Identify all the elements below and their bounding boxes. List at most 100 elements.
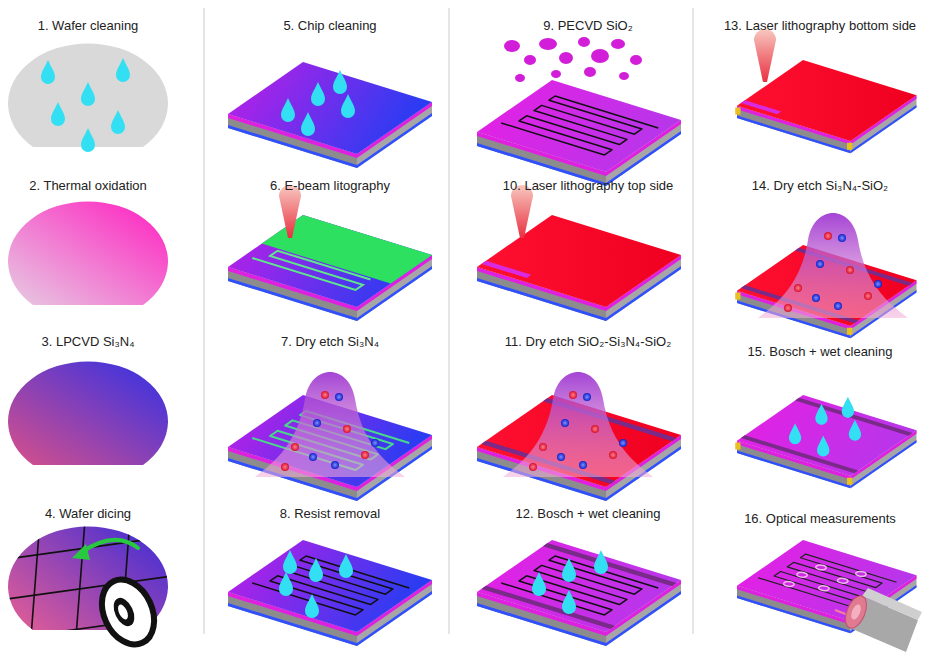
wafer-nitride: [8, 361, 168, 465]
wafer-dicing: [92, 571, 164, 653]
chip: [301, 112, 315, 136]
chip: [311, 82, 325, 106]
wafer-oxide: [8, 201, 168, 305]
chip: [252, 553, 409, 618]
step-title: 8. Resist removal: [280, 506, 380, 521]
deposition-particles: [504, 37, 642, 82]
wafer-clean: [81, 82, 95, 106]
wafer-dicing: [75, 520, 85, 650]
chip: [477, 80, 681, 186]
deposition-particles: [524, 55, 536, 65]
chip: [842, 397, 854, 418]
plasma: [758, 213, 908, 318]
deposition-particles: [584, 67, 596, 77]
wafer-dicing: [116, 603, 130, 621]
plasma: [503, 372, 653, 477]
deposition-particles: [591, 49, 609, 63]
step-title: 14. Dry etch Si₃N₄-SiO₂: [752, 178, 888, 193]
chip: [305, 594, 319, 618]
chip: [228, 540, 432, 632]
chip: [735, 395, 916, 488]
chip: [281, 98, 295, 122]
objective-lens: [862, 588, 922, 620]
chip: [283, 550, 297, 574]
wafer-dicing: [82, 540, 138, 552]
chip: [482, 261, 532, 278]
wafer-oxide: [8, 201, 168, 305]
deposition-particles: [515, 74, 525, 82]
chip: [735, 443, 740, 450]
plasma: [255, 372, 405, 477]
chip: [228, 62, 432, 168]
objective-lens: [841, 593, 870, 631]
chip: [741, 100, 781, 114]
wafer-dicing: [110, 595, 139, 630]
step-title: 10. Laser lithography top side: [503, 178, 674, 193]
deposition-particles: [630, 55, 642, 65]
chip: [562, 590, 576, 614]
column-divider: [204, 8, 693, 634]
chip: [854, 571, 868, 577]
chip: [814, 564, 828, 570]
wafer-dicing: [0, 535, 180, 560]
step-title: 4. Wafer dicing: [45, 506, 131, 521]
chip: [817, 585, 831, 591]
chip: [532, 572, 546, 596]
laser: [754, 29, 776, 82]
chip: [847, 478, 852, 485]
objective-lens: [849, 603, 862, 621]
wafer-dicing: [30, 520, 40, 650]
chip: [594, 550, 608, 574]
chip: [482, 543, 677, 629]
chip: [477, 215, 681, 321]
chip: [228, 62, 432, 154]
chip: [562, 558, 576, 582]
deposition-particles: [539, 38, 557, 50]
chip: [477, 215, 681, 307]
step-title: 11. Dry etch SiO₂-Si₃N₄-SiO₂: [505, 334, 671, 349]
deposition-particles: [578, 37, 590, 47]
deposition-particles: [559, 52, 573, 64]
chip: [477, 540, 681, 646]
wafer-nitride: [8, 361, 168, 465]
step-title: 15. Bosch + wet cleaning: [748, 344, 893, 359]
chip: [333, 70, 347, 94]
chip: [817, 435, 829, 456]
deposition-particles: [619, 72, 629, 80]
chip: [501, 93, 658, 158]
chip: [482, 543, 677, 629]
wafer-clean: [41, 60, 55, 84]
step-title: 13. Laser lithography bottom side: [724, 18, 916, 33]
chip: [482, 261, 532, 278]
chip: [735, 293, 740, 300]
chip: [737, 395, 917, 476]
chip: [836, 578, 850, 584]
chip: [741, 100, 781, 114]
wafer-dicing: [0, 520, 180, 653]
step-title: 12. Bosch + wet cleaning: [516, 506, 661, 521]
plasma: [503, 372, 653, 477]
wafer-clean: [51, 102, 65, 126]
wafer-clean: [81, 128, 95, 152]
plasma: [255, 372, 405, 477]
chip: [741, 398, 913, 473]
column-divider: [693, 8, 694, 634]
chip: [847, 328, 852, 335]
chip: [341, 94, 355, 118]
step-title: 2. Thermal oxidation: [29, 178, 147, 193]
deposition-particles: [504, 40, 520, 52]
deposition-particles: [611, 39, 625, 49]
chip: [847, 143, 852, 150]
chip: [735, 108, 740, 115]
wafer-dicing: [0, 575, 180, 600]
column-divider: [204, 8, 205, 634]
plasma: [758, 213, 908, 318]
wafer-clean: [111, 110, 125, 134]
chip: [477, 80, 681, 172]
chip: [245, 215, 433, 296]
chip: [501, 553, 658, 618]
chip: [477, 540, 681, 632]
chip: [279, 572, 293, 596]
